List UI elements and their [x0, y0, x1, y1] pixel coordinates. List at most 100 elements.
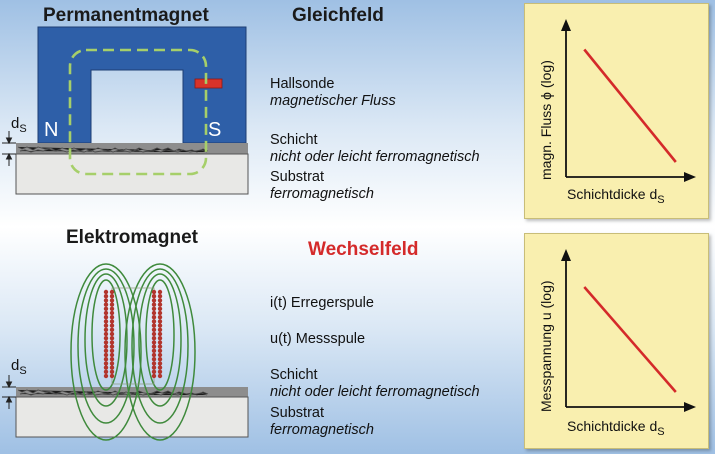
coil-winding-dot	[157, 340, 163, 345]
coil-winding-dot	[157, 373, 163, 379]
coil-winding-dot	[109, 315, 115, 320]
coil-winding-dot	[157, 352, 163, 358]
coil-winding-dot	[103, 361, 109, 366]
substrate-label-top: Substrat ferromagnetisch	[270, 169, 374, 202]
coil-winding-dot	[109, 289, 115, 295]
chart-panel-flux	[524, 3, 709, 219]
coil-winding-dot	[151, 310, 157, 316]
coil-winding-dot	[103, 302, 109, 307]
coil-winding-dot	[151, 294, 157, 299]
coil-winding-dot	[109, 373, 115, 379]
dc-field-title: Gleichfeld	[292, 5, 384, 26]
coil-winding-dot	[151, 357, 157, 362]
south-pole-label: S	[208, 119, 222, 141]
coil-winding-dot	[109, 361, 115, 366]
coil-winding-dot	[103, 365, 109, 370]
coil-winding-dot	[109, 323, 115, 328]
coil-winding-dot	[103, 306, 109, 311]
coil-winding-dot	[151, 369, 157, 374]
coil-winding-dot	[103, 340, 109, 345]
coil-winding-dot	[151, 315, 157, 320]
coil-winding-dot	[109, 327, 115, 332]
voltage-chart	[561, 249, 696, 412]
substrate-block	[15, 153, 249, 195]
coil-winding-dot	[109, 369, 115, 374]
voltage-chart-x-label: Schichtdicke dS	[567, 418, 665, 438]
exciter-coil-label: i(t) Erregerspule	[270, 295, 374, 311]
coil-winding-dot	[157, 369, 163, 374]
electromagnet-diagram	[2, 263, 249, 441]
coil-winding-dot	[109, 319, 115, 324]
x-axis-arrow	[684, 172, 696, 182]
flux-path-dashed	[68, 48, 208, 176]
trend-line	[583, 48, 677, 163]
hall-probe-label: Hallsonde magnetischer Fluss	[270, 76, 396, 109]
coil-winding-dot	[157, 357, 163, 362]
coil-winding-dot	[151, 298, 157, 303]
coil-winding-dot	[109, 302, 115, 307]
coil-winding-dot	[151, 336, 157, 341]
coil-winding-dot	[157, 344, 163, 349]
coil-winding-dot	[103, 373, 109, 379]
coil-winding-dot	[157, 315, 163, 320]
coil-winding-dot	[157, 331, 163, 337]
coil-winding-dot	[157, 327, 163, 332]
coil-winding-dot	[109, 344, 115, 349]
coil-winding-dot	[109, 365, 115, 370]
north-pole-label: N	[44, 119, 59, 141]
coil-winding-dot	[109, 298, 115, 303]
coating-layer	[16, 143, 248, 154]
flux-chart	[561, 19, 696, 182]
coil-winding-dot	[157, 298, 163, 303]
flux-chart-x-label: Schichtdicke dS	[567, 186, 665, 206]
trend-line	[583, 286, 677, 393]
coil-winding-dot	[157, 302, 163, 307]
coil-winding-dot	[109, 331, 115, 337]
coil-winding-dot	[151, 323, 157, 328]
coil-winding-dot	[157, 323, 163, 328]
coil-winding-dot	[157, 310, 163, 316]
layer-thickness-label-bottom: dS	[11, 357, 27, 377]
permanent-magnet-title: Permanentmagnet	[43, 5, 209, 26]
coil-winding-dot	[151, 331, 157, 337]
coating-layer-bottom	[16, 387, 248, 397]
coil-winding-dot	[151, 319, 157, 324]
coil-winding-dot	[151, 340, 157, 345]
chart-panel-voltage	[524, 233, 709, 449]
permanent-magnet-diagram	[2, 26, 249, 195]
coil-winding-dot	[103, 319, 109, 324]
coil-winding-dot	[109, 340, 115, 345]
coil-winding-dot	[151, 365, 157, 370]
coil-winding-dot	[151, 373, 157, 379]
coil-winding-dot	[157, 336, 163, 341]
coil-winding-dot	[109, 336, 115, 341]
coil-winding-dot	[157, 361, 163, 366]
coil-winding-dot	[151, 352, 157, 358]
field-lines-right	[124, 263, 196, 441]
layer-label-bottom: Schicht nicht oder leicht ferromagnetisc…	[270, 367, 480, 400]
coil-winding-dot	[103, 348, 109, 353]
coil-winding-dot	[151, 306, 157, 311]
coil-winding-dot	[151, 344, 157, 349]
coil-windings	[103, 289, 163, 379]
layer-label-top: Schicht nicht oder leicht ferromagnetisc…	[270, 132, 480, 165]
y-axis-arrow	[561, 249, 571, 261]
y-axis-arrow	[561, 19, 571, 31]
coil-winding-dot	[151, 327, 157, 332]
coil-winding-dot	[151, 348, 157, 353]
coil-winding-dot	[157, 348, 163, 353]
coil-winding-dot	[109, 352, 115, 358]
coil-winding-dot	[103, 336, 109, 341]
field-lines-left	[70, 263, 142, 441]
measuring-coil-label: u(t) Messspule	[270, 331, 366, 347]
flux-chart-y-label: magn. Fluss ϕ (log)	[538, 60, 554, 180]
coil-winding-dot	[103, 369, 109, 374]
coil-winding-dot	[109, 357, 115, 362]
coil-winding-dot	[109, 306, 115, 311]
coil-winding-dot	[103, 331, 109, 337]
coil-winding-dot	[157, 289, 163, 295]
layer-thickness-label-top: dS	[11, 115, 27, 135]
coil-winding-dot	[109, 348, 115, 353]
ac-field-title: Wechselfeld	[308, 239, 419, 260]
coil-winding-dot	[157, 365, 163, 370]
